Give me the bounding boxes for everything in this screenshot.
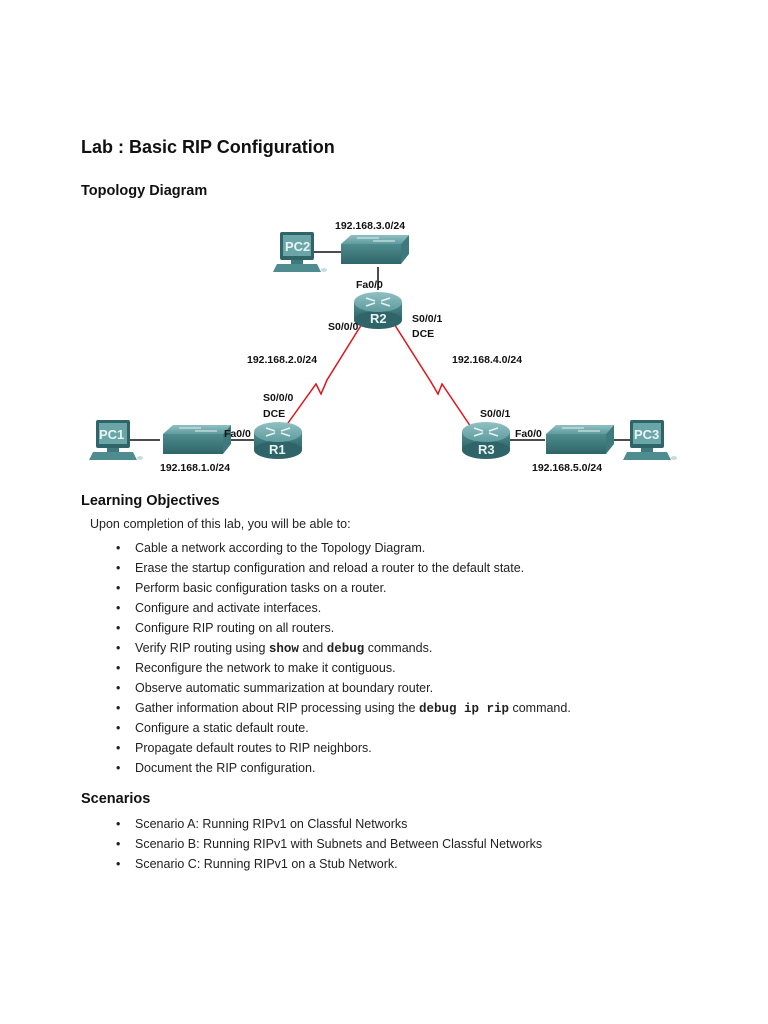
pc2-label: PC2 (285, 239, 310, 254)
list-item: •Configure and activate interfaces. (0, 598, 571, 618)
topology-diagram: PC2 R2 PC1 R1 R3 PC3 192.168.3.0/24 Fa0/… (89, 220, 677, 474)
bullet-icon: • (116, 721, 121, 735)
bullet-icon: • (116, 681, 121, 695)
scenarios-list: •Scenario A: Running RIPv1 on Classful N… (0, 814, 542, 874)
r3-label: R3 (478, 442, 495, 457)
interface-label-r1-fa: Fa0/0 (224, 428, 251, 440)
objectives-intro: Upon completion of this lab, you will be… (90, 517, 351, 531)
switch-r1-icon (162, 424, 232, 455)
network-label-lan-r2: 192.168.3.0/24 (335, 220, 405, 232)
list-item: •Reconfigure the network to make it cont… (0, 658, 571, 678)
list-item: •Configure RIP routing on all routers. (0, 618, 571, 638)
network-label-wan-r2-r3: 192.168.4.0/24 (452, 354, 522, 366)
bullet-icon: • (116, 541, 121, 555)
switch-r3-icon (545, 424, 615, 455)
bullet-icon: • (116, 837, 121, 851)
interface-label-r3-fa: Fa0/0 (515, 428, 542, 440)
bullet-icon: • (116, 661, 121, 675)
list-item: •Verify RIP routing using show and debug… (0, 638, 571, 658)
list-item: •Observe automatic summarization at boun… (0, 678, 571, 698)
network-label-lan-r3: 192.168.5.0/24 (532, 462, 602, 474)
bullet-icon: • (116, 761, 121, 775)
bullet-icon: • (116, 857, 121, 871)
topology-heading: Topology Diagram (81, 183, 208, 199)
list-item: •Gather information about RIP processing… (0, 698, 571, 718)
list-item: •Propagate default routes to RIP neighbo… (0, 738, 571, 758)
switch-r2-icon (340, 234, 410, 265)
bullet-icon: • (116, 817, 121, 831)
pc1-label: PC1 (99, 427, 124, 442)
list-item: •Erase the startup configuration and rel… (0, 558, 571, 578)
interface-label-r1-dce: DCE (263, 408, 285, 420)
list-item: •Scenario C: Running RIPv1 on a Stub Net… (0, 854, 542, 874)
list-item: •Scenario B: Running RIPv1 with Subnets … (0, 834, 542, 854)
bullet-icon: • (116, 621, 121, 635)
scenarios-heading: Scenarios (81, 791, 151, 807)
interface-label-r2-s001: S0/0/1 (412, 313, 443, 325)
page-title: Lab : Basic RIP Configuration (81, 137, 335, 157)
interface-label-r3-s001: S0/0/1 (480, 408, 511, 420)
r1-label: R1 (269, 442, 286, 457)
interface-label-r2-fa: Fa0/0 (356, 279, 383, 291)
code-debug-ip-rip: debug ip rip (418, 702, 509, 716)
bullet-icon: • (116, 581, 121, 595)
interface-label-r2-s000: S0/0/0 (328, 321, 359, 333)
objectives-heading: Learning Objectives (81, 493, 220, 509)
r2-label: R2 (370, 311, 387, 326)
network-label-wan-r1-r2: 192.168.2.0/24 (247, 354, 317, 366)
pc3-label: PC3 (634, 427, 659, 442)
list-item: •Scenario A: Running RIPv1 on Classful N… (0, 814, 542, 834)
code-show: show (268, 642, 299, 656)
objectives-list: •Cable a network according to the Topolo… (0, 538, 571, 778)
bullet-icon: • (116, 601, 121, 615)
serial-link-r1-r2 (282, 318, 366, 431)
bullet-icon: • (116, 701, 121, 715)
interface-label-r2-dce: DCE (412, 328, 434, 340)
code-debug: debug (326, 642, 365, 656)
list-item: •Cable a network according to the Topolo… (0, 538, 571, 558)
interface-label-r1-s000: S0/0/0 (263, 392, 294, 404)
serial-link-r2-r3 (390, 318, 474, 431)
list-item: •Configure a static default route. (0, 718, 571, 738)
network-label-lan-r1: 192.168.1.0/24 (160, 462, 230, 474)
bullet-icon: • (116, 561, 121, 575)
bullet-icon: • (116, 741, 121, 755)
list-item: •Document the RIP configuration. (0, 758, 571, 778)
list-item: •Perform basic configuration tasks on a … (0, 578, 571, 598)
bullet-icon: • (116, 641, 121, 655)
